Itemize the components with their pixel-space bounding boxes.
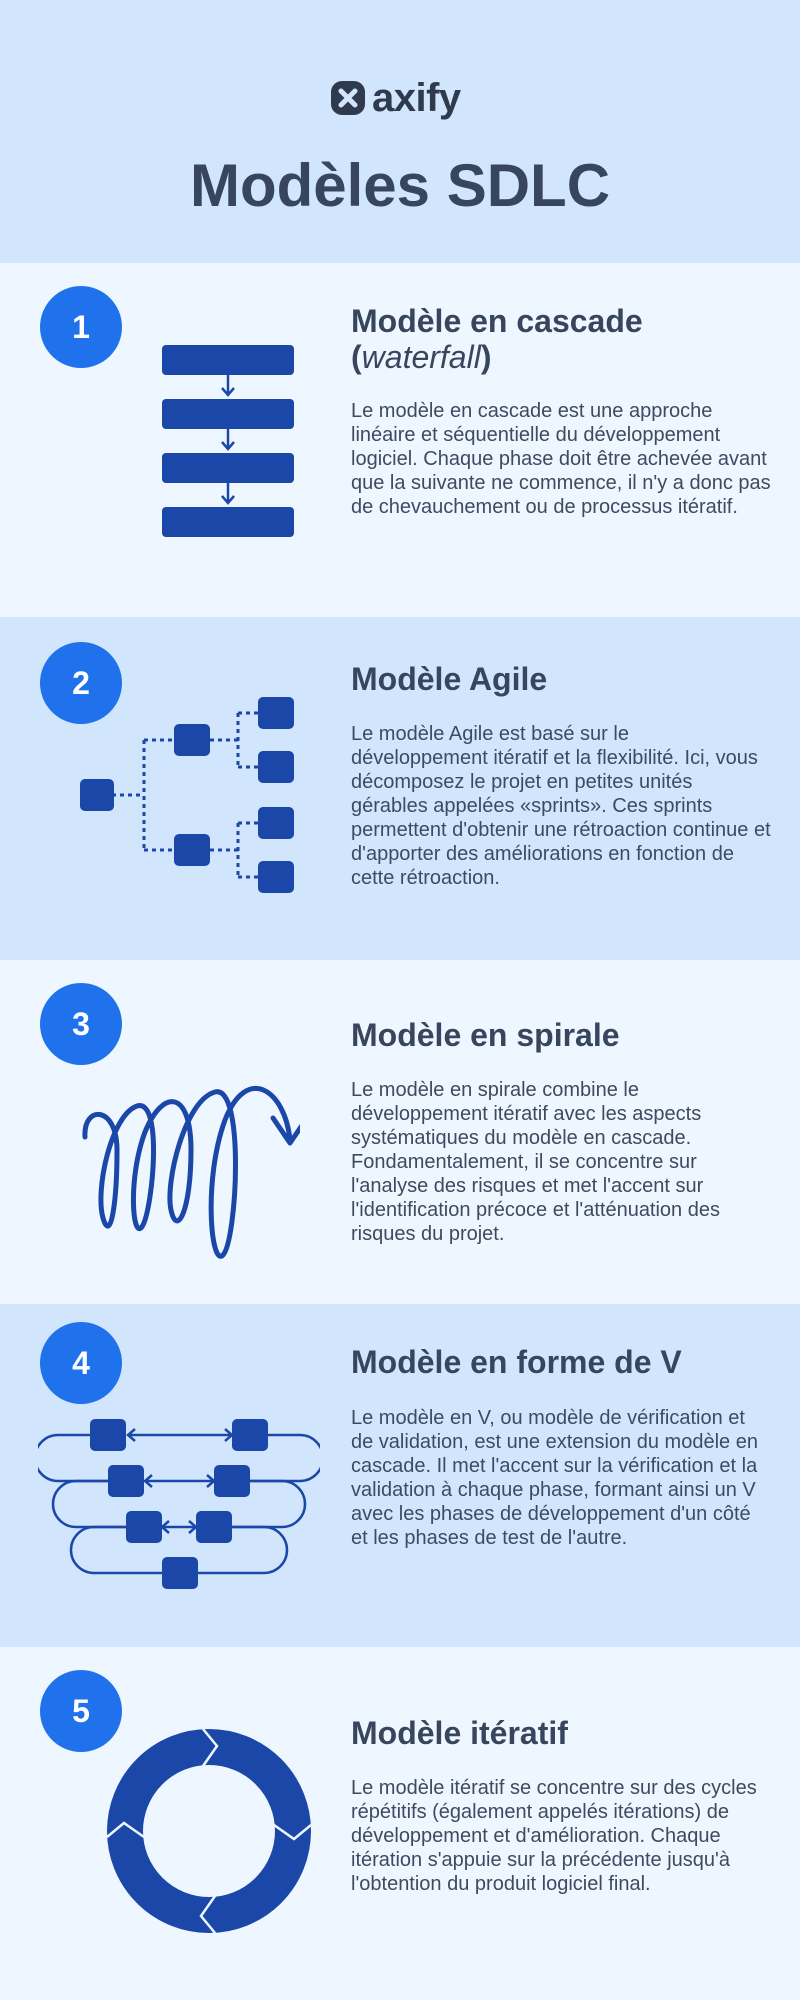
logo: axify <box>330 76 461 120</box>
section-description: Le modèle Agile est basé sur le développ… <box>351 723 771 889</box>
section-v-model: 4 Modèle en forme de V <box>0 1304 800 1647</box>
logo-text: axify <box>372 76 461 120</box>
section-iterative: 5 Modèle itératif Le modèle itératif se … <box>0 1647 800 2000</box>
section-title: Modèle en spirale <box>351 1017 620 1053</box>
section-title-italic: waterfall <box>361 339 481 375</box>
section-title: Modèle itératif <box>351 1715 568 1751</box>
header: axify Modèles SDLC <box>0 0 800 263</box>
section-number-badge: 3 <box>40 983 122 1065</box>
v-model-diagram-icon <box>38 1419 320 1589</box>
section-title: Modèle Agile <box>351 661 548 697</box>
section-number-badge: 5 <box>40 1670 122 1752</box>
section-number-badge: 4 <box>40 1322 122 1404</box>
section-waterfall: 1 Modèle en cascade(waterfall) Le modèle… <box>0 263 800 617</box>
spiral-arrow-icon <box>82 1085 300 1259</box>
section-title: Modèle en forme de V <box>351 1344 682 1380</box>
waterfall-diagram-icon <box>162 345 294 537</box>
section-spiral: 3 Modèle en spirale Le modèle en spirale… <box>0 960 800 1304</box>
section-number-badge: 1 <box>40 286 122 368</box>
axify-logo-icon <box>331 81 365 115</box>
section-description: Le modèle en V, ou modèle de vérificatio… <box>351 1407 758 1549</box>
page-title: Modèles SDLC <box>189 152 611 219</box>
section-description: Le modèle en cascade est une approche li… <box>351 400 771 518</box>
iterative-cycle-icon <box>106 1728 312 1934</box>
agile-tree-diagram-icon <box>80 697 294 893</box>
section-title: Modèle en cascade(waterfall) <box>351 303 643 375</box>
section-agile: 2 Modèle Agile Le modèle Agile est basé … <box>0 617 800 960</box>
section-description: Le modèle itératif se concentre sur des … <box>351 1777 757 1895</box>
section-number-badge: 2 <box>40 642 122 724</box>
section-description: Le modèle en spirale combine le développ… <box>351 1079 720 1245</box>
